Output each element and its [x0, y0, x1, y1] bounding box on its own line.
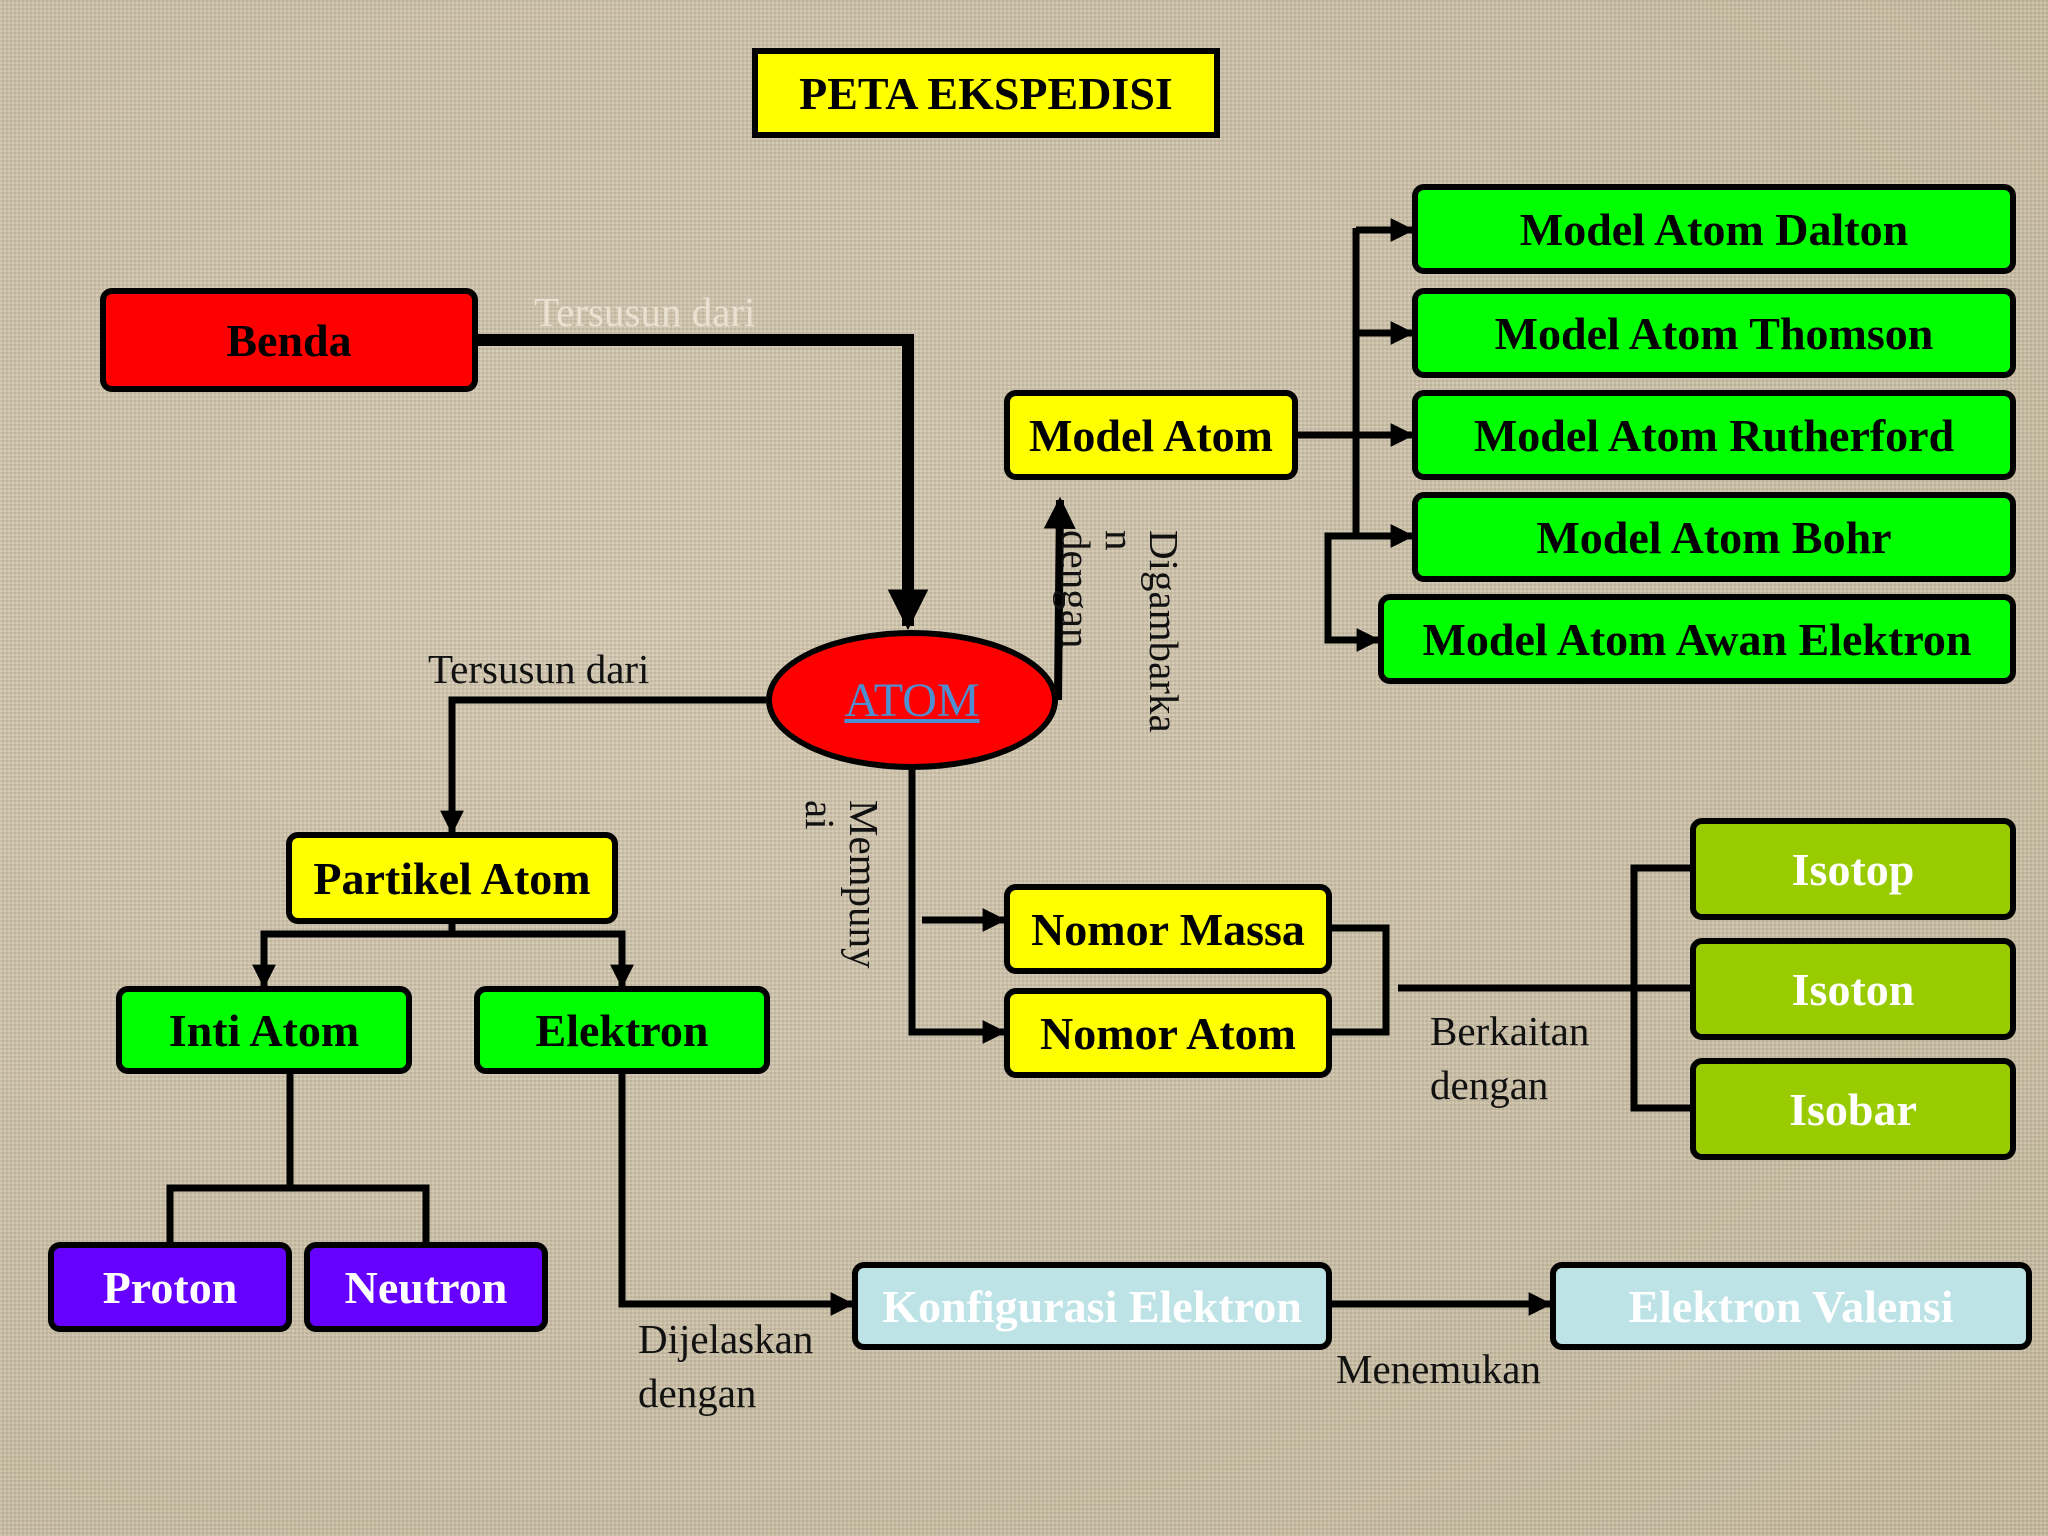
label-dijelaskan: Dijelaskan	[638, 1316, 814, 1362]
label-mempunyai: Mempuny ai	[797, 800, 887, 969]
isotop-label: Isotop	[1791, 843, 1915, 895]
nomor-massa-node: Nomor Massa	[1004, 884, 1332, 974]
model-thomson-label: Model Atom Thomson	[1494, 307, 1934, 359]
connector-to-elektron	[452, 930, 634, 989]
label-dijelaskan-dengan: dengan	[638, 1370, 757, 1416]
model-dalton-node: Model Atom Dalton	[1412, 184, 2016, 274]
model-bohr-node: Model Atom Bohr	[1412, 492, 2016, 582]
konfigurasi-elektron-node: Konfigurasi Elektron	[852, 1262, 1332, 1350]
model-awan-node: Model Atom Awan Elektron	[1378, 594, 2016, 684]
proton-label: Proton	[102, 1261, 238, 1313]
connector-benda-atom	[475, 334, 929, 631]
partikel-atom-node: Partikel Atom	[286, 832, 618, 924]
nomor-massa-label: Nomor Massa	[1031, 903, 1305, 955]
connector-atom-partikel	[440, 696, 766, 835]
connector-to-inti	[252, 930, 452, 989]
elektron-valensi-node: Elektron Valensi	[1550, 1262, 2032, 1350]
elektron-node: Elektron	[474, 986, 770, 1074]
konfigurasi-elektron-label: Konfigurasi Elektron	[882, 1280, 1302, 1332]
label-berkaitan-dengan: dengan	[1430, 1062, 1549, 1108]
model-atom-label: Model Atom	[1028, 409, 1273, 461]
nomor-atom-label: Nomor Atom	[1040, 1007, 1296, 1059]
inti-atom-label: Inti Atom	[168, 1004, 360, 1056]
proton-node: Proton	[48, 1242, 292, 1332]
connector-elektron-konfigurasi	[618, 1074, 855, 1316]
isoton-label: Isoton	[1791, 963, 1915, 1015]
label-digambarkan-dengan: Digambarka n dengan	[1053, 530, 1187, 733]
elektron-label: Elektron	[535, 1004, 709, 1056]
isotop-node: Isotop	[1690, 818, 2016, 920]
model-rutherford-label: Model Atom Rutherford	[1473, 409, 1955, 461]
label-tersusun-dari-partikel: Tersusun dari	[428, 646, 650, 692]
model-thomson-node: Model Atom Thomson	[1412, 288, 2016, 378]
isobar-label: Isobar	[1789, 1083, 1917, 1135]
benda-node: Benda	[100, 288, 478, 392]
isoton-node: Isoton	[1690, 938, 2016, 1040]
label-menemukan: Menemukan	[1336, 1346, 1541, 1392]
model-dalton-label: Model Atom Dalton	[1519, 203, 1909, 255]
page-title: PETA EKSPEDISI	[752, 48, 1220, 138]
nomor-atom-node: Nomor Atom	[1004, 988, 1332, 1078]
isobar-node: Isobar	[1690, 1058, 2016, 1160]
label-tersusun-dari-benda: Tersusun dari	[534, 289, 756, 335]
elektron-valensi-label: Elektron Valensi	[1628, 1280, 1954, 1332]
connector-atom-model	[1043, 496, 1076, 701]
connector-inti-split	[166, 1184, 430, 1242]
connector-nomor-bracket	[1332, 924, 1390, 1036]
inti-atom-node: Inti Atom	[116, 986, 412, 1074]
atom-link[interactable]: ATOM	[844, 673, 980, 727]
connector-to-awan	[1324, 532, 1381, 652]
benda-label: Benda	[226, 314, 352, 366]
neutron-node: Neutron	[304, 1242, 548, 1332]
atom-node[interactable]: ATOM	[766, 630, 1058, 770]
connector-atom-nomor-atom	[908, 770, 1007, 1044]
label-berkaitan: Berkaitan	[1430, 1008, 1590, 1054]
partikel-atom-label: Partikel Atom	[313, 852, 591, 904]
model-atom-node: Model Atom	[1004, 390, 1298, 480]
neutron-label: Neutron	[344, 1261, 508, 1313]
model-awan-label: Model Atom Awan Elektron	[1422, 613, 1972, 665]
model-bohr-label: Model Atom Bohr	[1536, 511, 1892, 563]
model-rutherford-node: Model Atom Rutherford	[1412, 390, 2016, 480]
